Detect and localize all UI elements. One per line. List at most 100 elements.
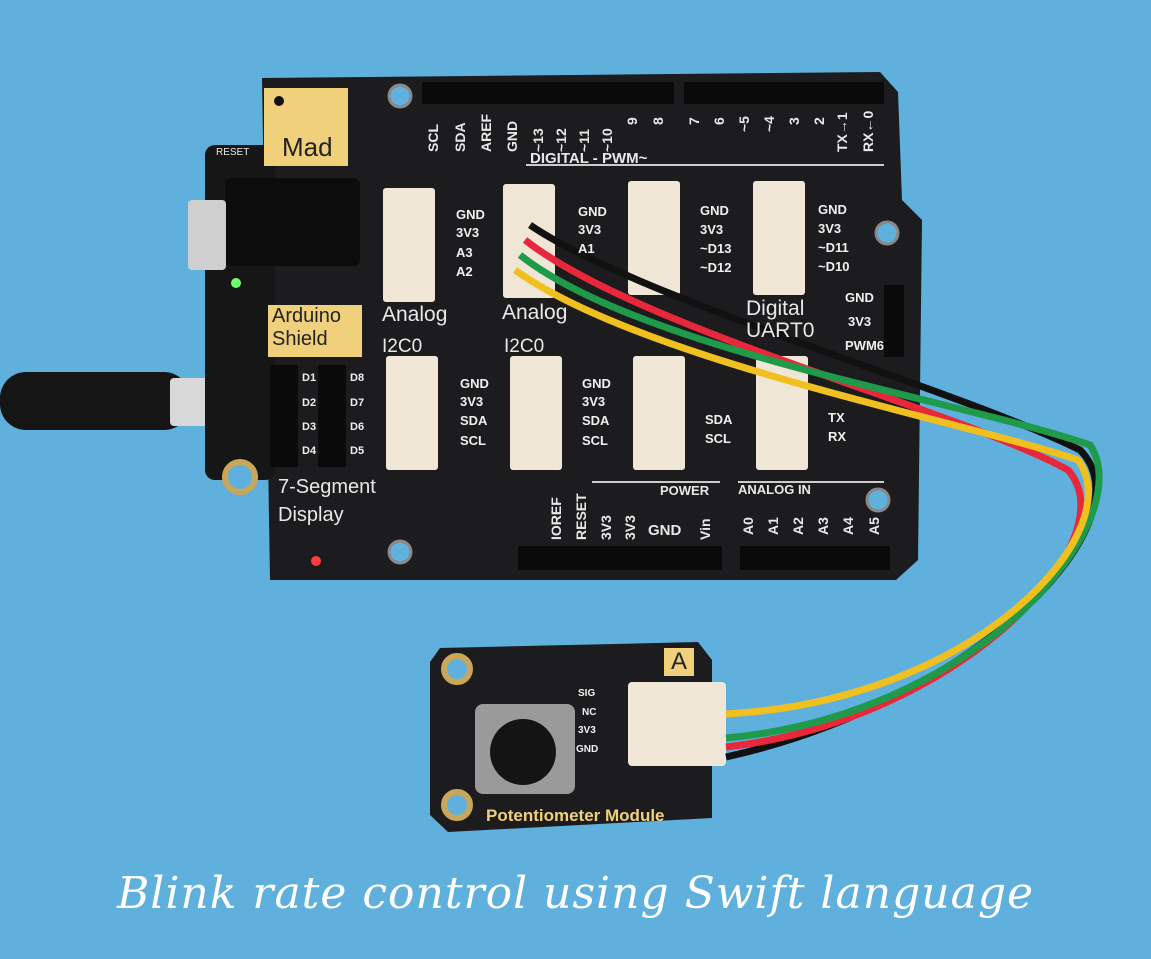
bottom-pin-label: A1 xyxy=(765,517,781,535)
seg-pin-right: D8 xyxy=(350,372,365,384)
usb-port xyxy=(188,200,226,270)
digital-pwm-bar: DIGITAL - PWM~ xyxy=(530,150,648,167)
i2c3-pin: SCL xyxy=(705,431,731,446)
seg-header xyxy=(318,365,346,467)
bottom-pin-label: IOREF xyxy=(548,497,564,540)
mad-tag: Mad xyxy=(264,88,348,166)
power-bar: POWER xyxy=(660,483,710,498)
conn2-pin: 3V3 xyxy=(578,222,602,237)
connector-digital-d13 xyxy=(628,181,680,295)
seg-pin-left: D3 xyxy=(302,421,317,433)
top-pin-label: AREF xyxy=(478,113,494,152)
module-name: Potentiometer Module xyxy=(486,806,665,825)
i2c0-label: I2C0 xyxy=(382,336,423,357)
wire-yellow xyxy=(512,267,1092,718)
mad-tag-dot xyxy=(274,96,284,106)
conn3-pin: 3V3 xyxy=(700,222,724,237)
bottom-header-strip xyxy=(518,546,722,570)
top-pin-label: 3 xyxy=(786,117,802,125)
top-pin-label: 2 xyxy=(811,117,827,125)
top-pin-label: ~13 xyxy=(530,128,546,152)
dc-jack xyxy=(225,178,360,266)
bottom-pin-label: A3 xyxy=(815,517,831,535)
shield-tag-line2: Shield xyxy=(272,328,328,350)
connector-i2c-3 xyxy=(633,356,685,470)
seg-pin-right: D7 xyxy=(350,397,365,409)
top-pin-label: 9 xyxy=(624,117,640,125)
module-mount-hole xyxy=(441,653,473,685)
module-tag-a: A xyxy=(664,648,694,676)
top-pin-label: GND xyxy=(504,120,520,152)
module-pin: 3V3 xyxy=(578,725,596,736)
top-pin-label: ~12 xyxy=(553,128,569,152)
i2c2-pin: SDA xyxy=(582,413,610,428)
module-pin: NC xyxy=(582,707,597,718)
top-pin-label: SDA xyxy=(452,122,468,152)
conn4-pin: GND xyxy=(818,202,847,217)
green-led xyxy=(231,278,241,288)
conn3-pin: GND xyxy=(700,203,729,218)
top-pin-label: RX←0 xyxy=(860,110,876,152)
seg-pin-right: D5 xyxy=(350,445,365,457)
top-pin-label: ~5 xyxy=(736,116,752,132)
servo-pin: GND xyxy=(845,290,874,305)
red-led xyxy=(311,556,321,566)
bottom-pin-label: A2 xyxy=(790,517,806,535)
connector-label-analog: Analog xyxy=(502,301,568,324)
connector-label-digital-uart0: Digital UART0 xyxy=(746,297,815,342)
bottom-pin-label: 3V3 xyxy=(622,515,638,540)
reset-label: RESET xyxy=(216,147,250,158)
conn4-pin: ~D10 xyxy=(818,259,850,274)
top-pin-label: 7 xyxy=(686,117,702,125)
module-pin: SIG xyxy=(578,688,596,699)
bottom-header-strip xyxy=(740,546,890,570)
i2c1-pin: SCL xyxy=(460,433,486,448)
conn2-pin: GND xyxy=(578,204,607,219)
bottom-pin-label: 3V3 xyxy=(598,515,614,540)
conn2-pin: A1 xyxy=(578,241,595,256)
seg-pin-left: D1 xyxy=(302,372,317,384)
connector-digital-d11 xyxy=(753,181,805,295)
mount-hole xyxy=(865,487,891,513)
module-pin: GND xyxy=(576,744,599,755)
i2c2-pin: SCL xyxy=(582,433,608,448)
mad-tag-text: Mad xyxy=(282,132,333,162)
top-pin-label: ~10 xyxy=(599,128,615,152)
servo-pin: 3V3 xyxy=(848,314,872,329)
analog-in-bar: ANALOG IN xyxy=(738,482,811,497)
bottom-pin-gnd: GND xyxy=(648,522,682,539)
conn1-pin: 3V3 xyxy=(456,225,480,240)
usb-cable xyxy=(0,372,190,430)
conn1-pin: GND xyxy=(456,207,485,222)
top-header-strip xyxy=(684,82,884,104)
top-pin-label: 8 xyxy=(650,117,666,125)
conn3-pin: ~D13 xyxy=(700,241,732,256)
conn4-pin: 3V3 xyxy=(818,221,842,236)
module-connector xyxy=(628,682,726,766)
i2c2-pin: GND xyxy=(582,376,611,391)
mount-hole xyxy=(387,83,413,109)
mount-hole xyxy=(874,220,900,246)
caption: Blink rate control using Swift language xyxy=(116,868,1035,919)
bottom-pin-label: A0 xyxy=(740,517,756,535)
top-pin-label: 6 xyxy=(711,117,727,125)
i2c0-label: I2C0 xyxy=(504,336,545,357)
i2c1-pin: SDA xyxy=(460,413,488,428)
seg-pin-left: D4 xyxy=(302,445,317,457)
top-pin-label: ~11 xyxy=(576,129,592,152)
mount-hole xyxy=(387,539,413,565)
connector-i2c0-1 xyxy=(386,356,438,470)
arduino-shield-tag: Arduino Shield xyxy=(268,305,362,357)
mount-hole-gold xyxy=(222,459,258,495)
i2c1-pin: 3V3 xyxy=(460,394,484,409)
seg-pin-right: D6 xyxy=(350,421,365,433)
conn1-pin: A3 xyxy=(456,245,473,260)
wire-green xyxy=(517,252,1103,742)
seg-header xyxy=(270,365,298,467)
top-pin-label: ~4 xyxy=(761,116,777,132)
connector-analog-a3 xyxy=(383,188,435,302)
i2c1-pin: GND xyxy=(460,376,489,391)
module-mount-hole xyxy=(441,789,473,821)
conn4-pin: ~D11 xyxy=(818,240,849,255)
